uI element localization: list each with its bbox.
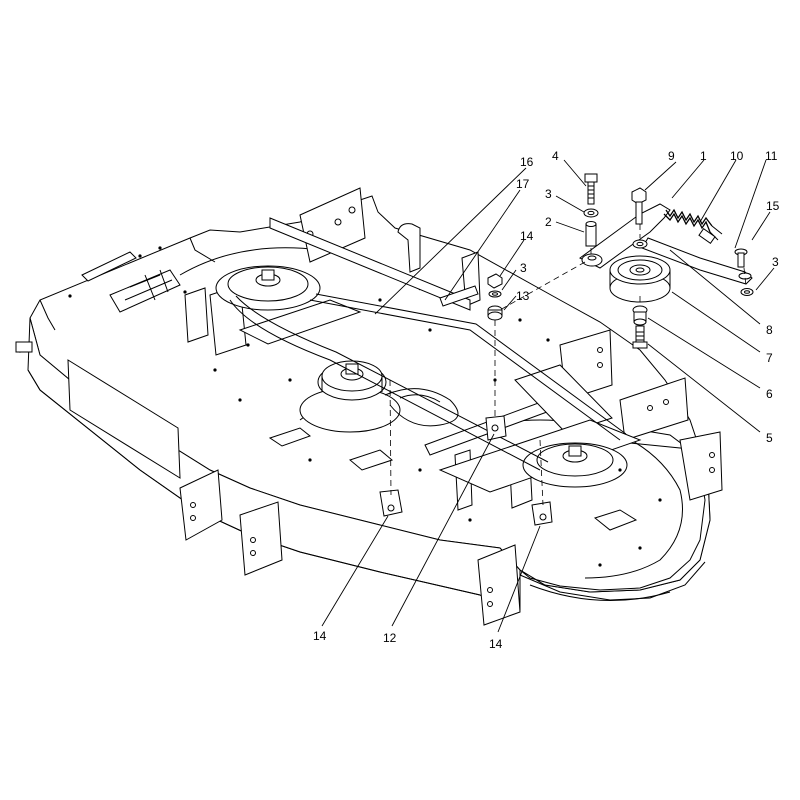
front-brackets <box>179 469 521 626</box>
callout-11: 11 <box>765 149 778 163</box>
spacer-item-2 <box>585 221 597 247</box>
bolt-item-5 <box>632 325 648 349</box>
nut-stack-items-14-3-13 <box>487 273 503 321</box>
callout-10: 10 <box>730 149 744 163</box>
callout-2: 2 <box>545 215 552 229</box>
callout-12: 12 <box>383 631 397 645</box>
exploded-idler-assembly <box>487 173 754 349</box>
callout-17: 17 <box>516 177 530 191</box>
callout-15: 15 <box>766 199 780 213</box>
callout-14: 14 <box>489 637 503 651</box>
deck-decals <box>81 251 181 313</box>
idler-pulley-item-7 <box>609 255 671 303</box>
callout-16: 16 <box>520 155 534 169</box>
spring-item-10 <box>663 208 723 244</box>
callout-5: 5 <box>766 431 773 445</box>
callout-13: 13 <box>516 289 530 303</box>
callout-9: 9 <box>668 149 675 163</box>
bolt-item-9 <box>631 187 647 225</box>
callout-7: 7 <box>766 351 773 365</box>
right-spindle-pulley <box>522 442 628 488</box>
left-spindle-pulley <box>215 265 321 311</box>
mower-deck <box>15 187 723 626</box>
callout-14: 14 <box>313 629 327 643</box>
callout-1: 1 <box>700 149 707 163</box>
carriage-bolt-item-15 <box>734 248 748 268</box>
callout-3: 3 <box>545 187 552 201</box>
callout-numbers: 1 2 3 3 3 4 5 6 7 8 9 10 11 12 13 14 14 … <box>313 149 780 651</box>
idler-arm-item-1 <box>579 203 753 285</box>
deck-drive-belt <box>229 293 627 471</box>
callout-8: 8 <box>766 323 773 337</box>
callout-3: 3 <box>772 255 779 269</box>
spacer-item-6 <box>632 305 648 326</box>
center-spindle-pulley <box>299 360 401 433</box>
assembly-alignment-lines <box>389 224 747 506</box>
callout-3: 3 <box>520 261 527 275</box>
leader-lines <box>321 159 775 633</box>
callout-6: 6 <box>766 387 773 401</box>
bolt-item-4 <box>584 173 598 205</box>
anti-scalp-pads <box>379 489 553 526</box>
callout-14: 14 <box>520 229 534 243</box>
callout-4: 4 <box>552 149 559 163</box>
deck-fasteners <box>68 246 662 567</box>
